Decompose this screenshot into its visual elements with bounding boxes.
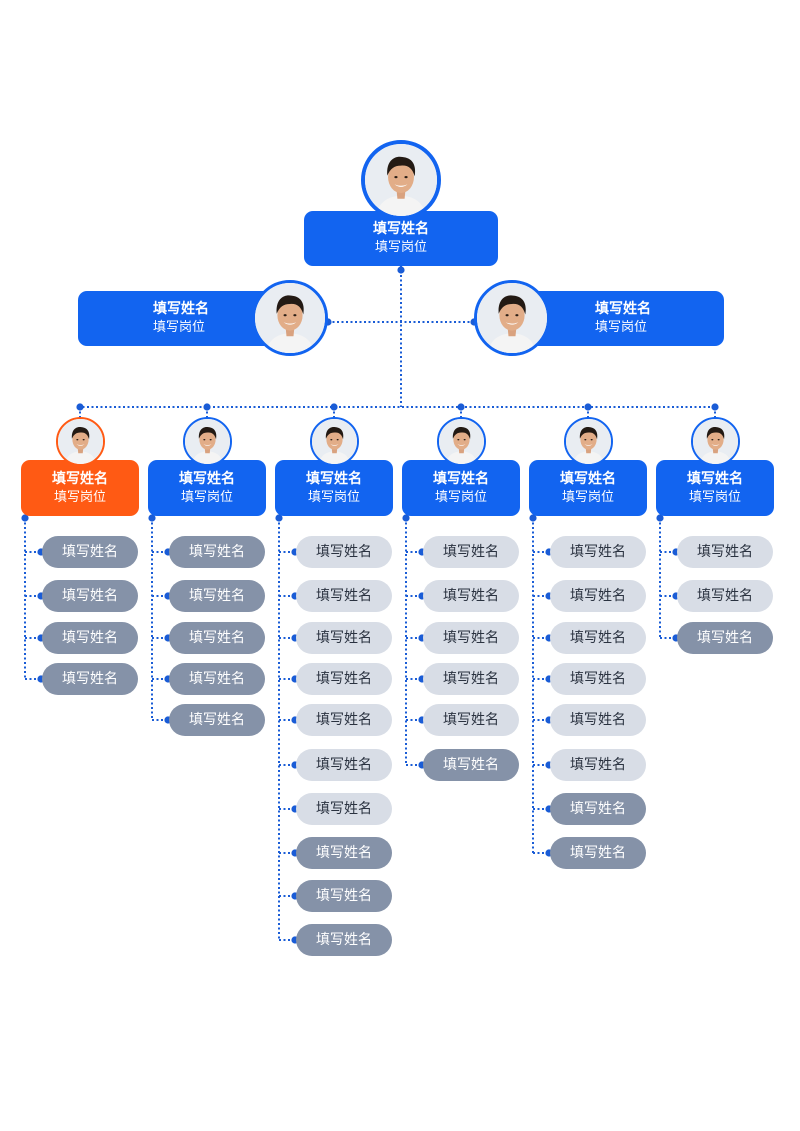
person-name: 填写姓名 (595, 301, 651, 317)
member-pill[interactable]: 填写姓名 (550, 837, 646, 869)
member-pill[interactable]: 填写姓名 (423, 663, 519, 695)
member-pill[interactable]: 填写姓名 (42, 622, 138, 654)
root-node[interactable]: 填写姓名填写岗位 (304, 211, 498, 266)
member-pill[interactable]: 填写姓名 (423, 704, 519, 736)
member-pill[interactable]: 填写姓名 (169, 580, 265, 612)
person-role: 填写岗位 (180, 489, 233, 505)
person-photo-icon (255, 283, 325, 353)
second-right-avatar (474, 280, 550, 356)
member-pill[interactable]: 填写姓名 (296, 924, 392, 956)
person-name: 填写姓名 (153, 301, 209, 317)
group-avatar (436, 416, 486, 466)
member-pill[interactable]: 填写姓名 (296, 663, 392, 695)
member-pill[interactable]: 填写姓名 (296, 580, 392, 612)
person-photo-icon (438, 418, 484, 464)
member-pill[interactable]: 填写姓名 (42, 536, 138, 568)
person-role: 填写岗位 (561, 489, 614, 505)
person-photo-icon (692, 418, 738, 464)
person-name: 填写姓名 (306, 470, 362, 487)
group-avatar (55, 416, 105, 466)
member-pill[interactable]: 填写姓名 (296, 880, 392, 912)
member-pill[interactable]: 填写姓名 (423, 749, 519, 781)
member-pill[interactable]: 填写姓名 (169, 536, 265, 568)
member-pill[interactable]: 填写姓名 (423, 580, 519, 612)
member-pill[interactable]: 填写姓名 (169, 622, 265, 654)
member-pill[interactable]: 填写姓名 (677, 622, 773, 654)
person-photo-icon (565, 418, 611, 464)
group-head-node[interactable]: 填写姓名填写岗位 (656, 460, 774, 516)
member-pill[interactable]: 填写姓名 (550, 704, 646, 736)
person-name: 填写姓名 (560, 470, 616, 487)
person-photo-icon (365, 144, 437, 216)
member-pill[interactable]: 填写姓名 (550, 749, 646, 781)
member-pill[interactable]: 填写姓名 (169, 663, 265, 695)
member-pill[interactable]: 填写姓名 (677, 536, 773, 568)
member-pill[interactable]: 填写姓名 (296, 793, 392, 825)
person-photo-icon (477, 283, 547, 353)
group-avatar (563, 416, 613, 466)
member-pill[interactable]: 填写姓名 (677, 580, 773, 612)
member-pill[interactable]: 填写姓名 (296, 536, 392, 568)
person-role: 填写岗位 (53, 489, 106, 505)
group-head-node[interactable]: 填写姓名填写岗位 (148, 460, 266, 516)
person-photo-icon (311, 418, 357, 464)
member-pill[interactable]: 填写姓名 (296, 622, 392, 654)
person-role: 填写岗位 (434, 489, 487, 505)
person-role: 填写岗位 (153, 320, 206, 335)
member-pill[interactable]: 填写姓名 (550, 580, 646, 612)
member-pill[interactable]: 填写姓名 (42, 580, 138, 612)
group-head-node[interactable]: 填写姓名填写岗位 (402, 460, 520, 516)
member-pill[interactable]: 填写姓名 (42, 663, 138, 695)
member-pill[interactable]: 填写姓名 (296, 749, 392, 781)
person-name: 填写姓名 (373, 221, 429, 237)
person-role: 填写岗位 (688, 489, 741, 505)
person-name: 填写姓名 (433, 470, 489, 487)
person-name: 填写姓名 (52, 470, 108, 487)
person-name: 填写姓名 (687, 470, 743, 487)
member-pill[interactable]: 填写姓名 (550, 663, 646, 695)
group-head-node[interactable]: 填写姓名填写岗位 (529, 460, 647, 516)
member-pill[interactable]: 填写姓名 (550, 536, 646, 568)
group-head-node[interactable]: 填写姓名填写岗位 (275, 460, 393, 516)
member-pill[interactable]: 填写姓名 (550, 622, 646, 654)
member-pill[interactable]: 填写姓名 (169, 704, 265, 736)
person-name: 填写姓名 (179, 470, 235, 487)
person-role: 填写岗位 (374, 240, 427, 255)
root-connector-dot (397, 266, 405, 274)
second-left-avatar (252, 280, 328, 356)
member-pill[interactable]: 填写姓名 (296, 837, 392, 869)
group-avatar (182, 416, 232, 466)
group-avatar (309, 416, 359, 466)
group-head-node[interactable]: 填写姓名填写岗位 (21, 460, 139, 516)
root-avatar (361, 140, 441, 220)
person-photo-icon (57, 418, 103, 464)
member-pill[interactable]: 填写姓名 (550, 793, 646, 825)
person-role: 填写岗位 (307, 489, 360, 505)
member-pill[interactable]: 填写姓名 (423, 536, 519, 568)
person-role: 填写岗位 (595, 320, 648, 335)
group-avatar (690, 416, 740, 466)
person-photo-icon (184, 418, 230, 464)
member-pill[interactable]: 填写姓名 (423, 622, 519, 654)
member-pill[interactable]: 填写姓名 (296, 704, 392, 736)
